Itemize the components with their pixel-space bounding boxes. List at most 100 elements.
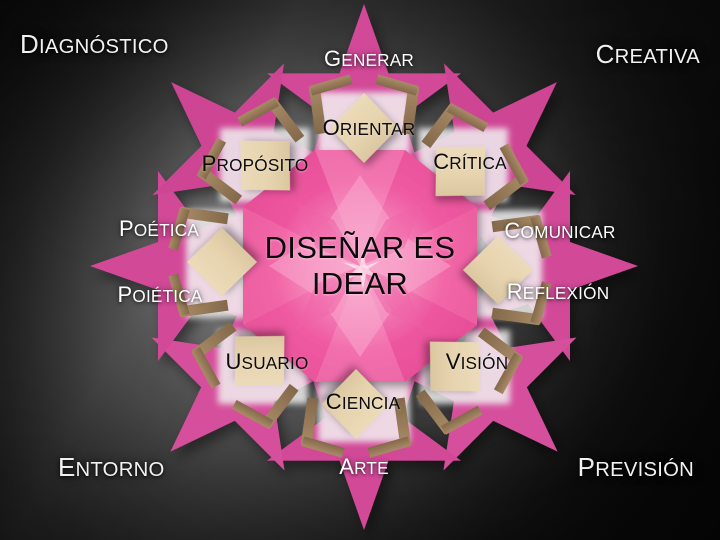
ring-label-vision-initial: V xyxy=(445,349,461,374)
bracket-b-left xyxy=(393,397,412,447)
ring-label-proposito-body: ropósito xyxy=(216,155,309,175)
corner-label-prevision-body: revisión xyxy=(595,458,694,481)
ring-label-generar-initial: G xyxy=(323,46,342,71)
ring-label-reflexion: Reflexión xyxy=(507,281,610,303)
ring-label-poietica-initial: P xyxy=(117,282,133,307)
center-title: DISEÑAR ES IDEAR xyxy=(230,230,490,302)
corner-label-diagnostico-body: iagnóstico xyxy=(38,35,169,58)
bracket-tr-left xyxy=(421,103,460,149)
bracket-l-arm-right xyxy=(168,207,190,251)
diamond-group-top-right xyxy=(421,102,529,211)
bracket-l-arm-left xyxy=(168,273,190,317)
diamond-top xyxy=(330,93,398,163)
corner-label-entorno-body: ntorno xyxy=(75,458,165,481)
center-sparkle-icon xyxy=(342,250,381,289)
bracket-r-right xyxy=(491,307,541,326)
ring-label-arte-initial: A xyxy=(339,454,355,479)
core-inner-petals xyxy=(269,175,451,357)
bracket-b-arm-right xyxy=(301,436,345,458)
star-petal-left xyxy=(90,171,268,361)
ring-label-poetica-body: oética xyxy=(133,220,199,240)
corner-label-creativa-initial: C xyxy=(595,38,615,69)
bracket-bl-arm-right xyxy=(191,347,221,389)
diamond-group-top xyxy=(308,74,420,163)
bracket-r-arm-left xyxy=(530,215,552,259)
diamond-bottom-left xyxy=(234,336,285,386)
ring-label-usuario: Usuario xyxy=(225,351,308,373)
bracket-tl-left xyxy=(197,166,243,205)
ring-label-critica-body: rítica xyxy=(449,153,507,173)
ring-label-poetica: Poética xyxy=(119,218,199,240)
star-petal-right xyxy=(460,171,638,361)
corner-label-diagnostico-initial: D xyxy=(20,28,39,59)
diamond-group-bottom-left xyxy=(191,321,299,430)
corner-label-creativa-body: reativa xyxy=(614,45,700,68)
bracket-tl-arm-right xyxy=(237,97,279,127)
center-title-line2: IDEAR xyxy=(311,266,409,301)
ring-label-orientar: Orientar xyxy=(323,117,416,139)
ring-label-ciencia: Ciencia xyxy=(326,391,401,413)
diamond-group-right xyxy=(463,214,552,326)
diamond-bottom xyxy=(322,369,390,439)
bracket-r-arm-right xyxy=(530,281,552,325)
corner-label-entorno: Entorno xyxy=(58,454,164,480)
ring-label-usuario-body: suario xyxy=(241,353,309,373)
ring-label-comunicar-body: omunicar xyxy=(520,222,616,242)
corner-label-prevision: Previsión xyxy=(578,454,694,480)
bracket-br-arm-right xyxy=(441,405,483,435)
bracket-tl-right xyxy=(266,97,305,143)
ring-label-poietica: Poiética xyxy=(118,284,203,306)
ring-label-generar-body: enerar xyxy=(341,50,415,70)
bracket-bl-arm-left xyxy=(231,399,274,430)
ring-label-critica-initial: C xyxy=(433,149,450,174)
ring-label-comunicar-initial: C xyxy=(504,218,521,243)
bracket-tr-arm-left xyxy=(446,102,489,133)
diamond-right xyxy=(463,236,533,304)
ring-label-generar: Generar xyxy=(324,48,414,70)
corner-label-creativa: Creativa xyxy=(596,41,700,67)
ring-label-orientar-initial: O xyxy=(322,115,340,140)
bracket-top-left xyxy=(308,85,327,135)
ring-label-arte-body: rte xyxy=(354,458,389,478)
diamond-group-left xyxy=(168,206,257,318)
ring-label-reflexion-body: eflexión xyxy=(522,283,610,303)
ring-label-proposito: Propósito xyxy=(202,153,309,175)
diamond-group-top-left xyxy=(196,97,305,205)
corner-label-prevision-initial: P xyxy=(577,451,596,482)
ring-label-ciencia-initial: C xyxy=(325,389,342,414)
diamond-group-bottom xyxy=(300,369,412,458)
diamond-top-left xyxy=(240,140,290,191)
ring-label-poetica-initial: P xyxy=(119,216,134,241)
ring-label-orientar-body: rientar xyxy=(339,119,416,139)
corner-label-diagnostico: Diagnóstico xyxy=(20,31,169,57)
bracket-tl-arm-left xyxy=(196,137,227,180)
bracket-l-right xyxy=(179,206,229,225)
diamond-left xyxy=(187,228,257,296)
ring-label-critica: Crítica xyxy=(433,151,507,173)
bracket-top-arm-left xyxy=(309,74,353,96)
beige-diamond-ring xyxy=(168,74,552,458)
bracket-tr-right xyxy=(483,172,529,211)
ring-label-proposito-initial: P xyxy=(201,151,217,176)
core-octagon xyxy=(243,150,477,382)
diamond-top-right xyxy=(435,146,486,196)
bracket-r-left xyxy=(491,214,541,233)
ring-label-ciencia-body: iencia xyxy=(341,393,401,413)
ring-label-poietica-body: oiética xyxy=(132,286,203,306)
bracket-bl-left xyxy=(260,383,299,429)
bracket-top-arm-right xyxy=(375,74,419,96)
ring-label-vision: Visión xyxy=(446,351,509,373)
bracket-b-right xyxy=(300,397,319,447)
ring-label-reflexion-initial: R xyxy=(506,279,523,304)
ring-label-vision-body: isión xyxy=(460,353,509,373)
diamond-bottom-right xyxy=(430,341,480,392)
bracket-br-arm-left xyxy=(493,352,524,395)
bracket-bl-right xyxy=(191,321,237,360)
diamond-group-bottom-right xyxy=(415,327,524,435)
bracket-br-left xyxy=(477,327,523,366)
corner-label-entorno-initial: E xyxy=(58,451,76,482)
center-title-line1: DISEÑAR ES xyxy=(264,230,456,266)
ring-label-usuario-initial: U xyxy=(225,349,242,374)
bracket-l-left xyxy=(179,299,229,318)
